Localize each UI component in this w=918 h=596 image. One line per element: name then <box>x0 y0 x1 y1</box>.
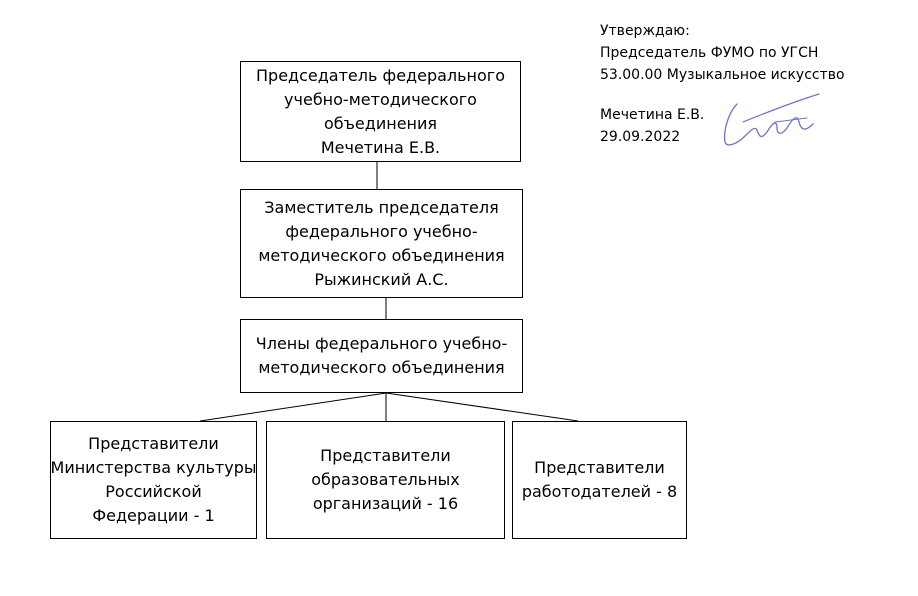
group-employers-line: работодателей - 8 <box>521 482 678 501</box>
deputy-box: Заместитель председателя федерального уч… <box>240 189 523 298</box>
deputy-line: федерального учебно- <box>285 221 478 241</box>
deputy-name: Рыжинский А.С. <box>314 269 449 289</box>
chairman-name: Мечетина Е.В. <box>320 137 441 157</box>
signature-block: Мечетина Е.В. 29.09.2022 <box>600 104 704 148</box>
connector-members-right <box>385 392 579 422</box>
deputy-line: Заместитель председателя <box>264 197 499 217</box>
approval-position: Председатель ФУМО по УГСН <box>600 45 819 61</box>
chairman-line: Председатель федерального <box>256 65 505 85</box>
members-line: методического объединения <box>258 358 505 377</box>
approval-heading: Утверждаю: <box>600 23 690 39</box>
group-ministry-line: Российской <box>105 482 202 501</box>
approval-block: Утверждаю: Председатель ФУМО по УГСН 53.… <box>600 20 845 86</box>
chairman-line: объединения <box>323 113 438 133</box>
group-ministry-line: Представители <box>88 434 219 453</box>
chairman-line: учебно-методического <box>284 89 477 109</box>
connector-members-left <box>199 392 387 422</box>
group-employers-box: Представители работодателей - 8 <box>512 421 687 539</box>
group-education-box: Представители образовательных организаци… <box>266 421 505 539</box>
signer-name: Мечетина Е.В. <box>600 107 705 123</box>
group-education-line: организаций - 16 <box>312 494 459 513</box>
group-employers-line: Представители <box>534 458 665 477</box>
members-line: Члены федерального учебно- <box>255 334 508 353</box>
group-education-line: образовательных <box>311 470 460 489</box>
handwritten-signature <box>723 93 820 146</box>
approval-date: 29.09.2022 <box>600 129 681 145</box>
group-ministry-line: Федерации - 1 <box>92 506 215 525</box>
approval-specialty: 53.00.00 Музыкальное искусство <box>600 67 845 83</box>
chairman-box: Председатель федерального учебно-методич… <box>240 61 521 162</box>
group-education-line: Представители <box>320 446 451 465</box>
members-box: Члены федерального учебно- методического… <box>240 319 523 393</box>
group-ministry-box: Представители Министерства культуры Росс… <box>50 421 257 539</box>
group-ministry-line: Министерства культуры <box>50 458 257 477</box>
deputy-line: методического объединения <box>258 245 505 265</box>
